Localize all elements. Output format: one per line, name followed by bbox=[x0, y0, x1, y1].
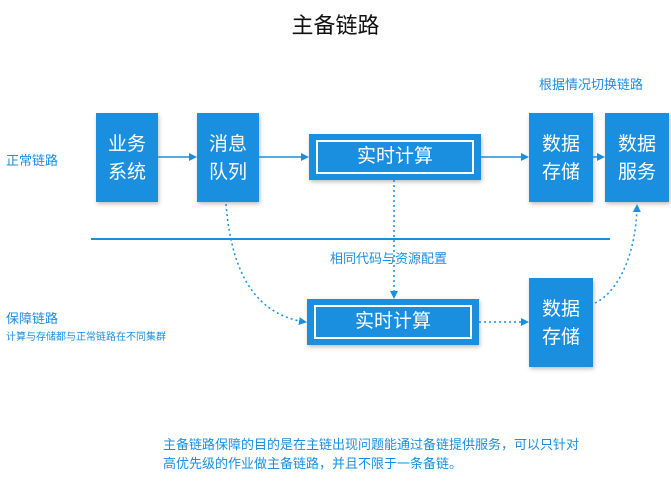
business-system-line2: 系统 bbox=[107, 160, 146, 183]
message-queue-box: 消息 队列 bbox=[197, 113, 259, 202]
data-storage-top-line1: 数据 bbox=[541, 132, 580, 155]
data-storage-bottom-line1: 数据 bbox=[541, 297, 580, 320]
backup-link-label: 保障链路 bbox=[6, 312, 59, 327]
realtime-compute-label-top: 实时计算 bbox=[316, 140, 474, 174]
realtime-compute-box-top: 实时计算 bbox=[309, 134, 481, 180]
data-service-box: 数据 服务 bbox=[605, 113, 669, 202]
realtime-compute-box-bottom: 实时计算 bbox=[307, 299, 479, 345]
business-system-box: 业务 系统 bbox=[96, 113, 158, 202]
diagram-title: 主备链路 bbox=[291, 14, 380, 39]
data-storage-box-top: 数据 存储 bbox=[529, 113, 593, 202]
data-service-line1: 数据 bbox=[617, 132, 656, 155]
message-queue-line2: 队列 bbox=[208, 160, 247, 183]
explanation-note-line1: 主备链路保障的目的是在主链出现问题能通过备链提供服务，可以只针对 bbox=[163, 438, 580, 453]
data-storage-bottom-line2: 存储 bbox=[541, 325, 580, 348]
dotted-arrow-queue-to-backup bbox=[225, 203, 307, 326]
normal-link-label: 正常链路 bbox=[6, 154, 59, 169]
business-system-line1: 业务 bbox=[107, 132, 146, 155]
explanation-note-line2: 高优先级的作业做主备链路，并且不限于一条备链。 bbox=[163, 457, 463, 472]
backup-link-subtitle: 计算与存储都与正常链路在不同集群 bbox=[6, 332, 166, 343]
data-service-line2: 服务 bbox=[617, 160, 656, 183]
data-storage-top-line2: 存储 bbox=[541, 160, 580, 183]
message-queue-line1: 消息 bbox=[208, 132, 247, 155]
switch-link-hint: 根据情况切换链路 bbox=[539, 78, 644, 93]
shared-config-label: 相同代码与资源配置 bbox=[330, 252, 448, 267]
dotted-arrow-backup-storage-to-service bbox=[594, 204, 641, 304]
realtime-compute-label-bottom: 实时计算 bbox=[314, 305, 472, 339]
explanation-note: 主备链路保障的目的是在主链出现问题能通过备链提供服务，可以只针对 高优先级的作业… bbox=[163, 436, 663, 474]
divider-line bbox=[91, 238, 610, 240]
data-storage-box-bottom: 数据 存储 bbox=[529, 278, 593, 367]
